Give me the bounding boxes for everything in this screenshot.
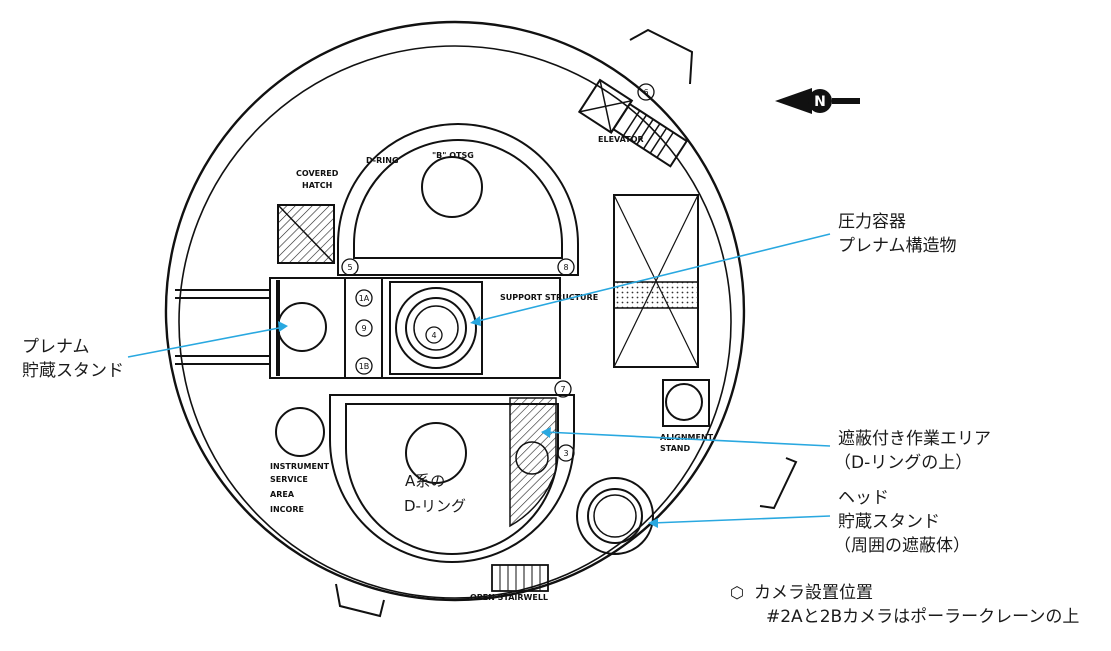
annotation-plenum-stand-1: プレナム: [22, 337, 90, 357]
svg-text:9: 9: [361, 324, 366, 333]
annotation-shielded-area-1: 遮蔽付き作業エリア: [838, 429, 991, 449]
d-ring-label: D-RING: [366, 156, 399, 165]
a-otsg-circle: [405, 422, 467, 484]
annotations: 圧力容器 プレナム構造物 プレナム 貯蔵スタンド 遮蔽付き作業エリア （D-リン…: [22, 212, 991, 556]
annotation-head-stand-3: （周囲の遮蔽体）: [834, 536, 970, 556]
svg-text:1A: 1A: [359, 294, 370, 303]
annotation-plenum-stand-2: 貯蔵スタンド: [22, 361, 124, 381]
callout-shielded-area: [544, 431, 831, 447]
head-storage-stand: [576, 477, 654, 555]
annotation-a-dring-1: A系の: [405, 472, 445, 490]
instrument-label-4: INCORE: [270, 505, 304, 514]
camera-legend: ⬡ カメラ設置位置 #2Aと2Bカメラはポーラークレーンの上: [730, 583, 1079, 627]
callout-pressure-vessel: [473, 233, 831, 323]
camera-7-icon: 7: [554, 380, 572, 398]
support-structure: SUPPORT STRUCTURE: [175, 277, 598, 379]
covered-hatch: COVERED HATCH: [277, 169, 339, 264]
covered-hatch-label-2: HATCH: [302, 181, 332, 190]
b-d-ring: D-RING "B" OTSG: [337, 123, 579, 276]
annotation-pressure-vessel-1: 圧力容器: [838, 212, 906, 232]
svg-text:5: 5: [347, 263, 352, 272]
svg-text:4: 4: [431, 331, 436, 340]
covered-hatch-label-1: COVERED: [296, 169, 339, 178]
north-label: N: [814, 94, 826, 110]
camera-4-icon: 4: [425, 326, 443, 344]
north-arrow-icon: N: [775, 88, 860, 114]
camera-1b-icon: 1B: [355, 357, 373, 375]
containment-wall: [164, 20, 798, 618]
elevator-label: ELEVATOR: [598, 135, 644, 144]
camera-3-icon: 3: [557, 444, 575, 462]
annotation-pressure-vessel-2: プレナム構造物: [838, 236, 957, 256]
instrument-label-1: INSTRUMENT: [270, 462, 330, 471]
annotation-shielded-area-2: （D-リングの上）: [834, 453, 972, 473]
instrument-service-area: INSTRUMENT SERVICE AREA INCORE: [270, 407, 330, 514]
camera-8-icon: 8: [557, 258, 575, 276]
svg-text:1B: 1B: [359, 362, 370, 371]
support-structure-label: SUPPORT STRUCTURE: [500, 293, 598, 302]
legend-line-2: #2Aと2Bカメラはポーラークレーンの上: [766, 607, 1079, 627]
annotation-a-dring-2: D-リング: [404, 497, 466, 515]
instrument-label-2: SERVICE: [270, 475, 308, 484]
svg-text:3: 3: [563, 449, 568, 458]
legend-symbol-icon: ⬡: [730, 583, 744, 602]
shielded-work-area: [509, 397, 557, 528]
svg-text:6: 6: [643, 88, 648, 97]
svg-text:8: 8: [563, 263, 568, 272]
elevator: [577, 78, 689, 168]
alignment-label-1: ALIGNMENT: [660, 433, 714, 442]
callout-head-stand: [651, 515, 831, 524]
camera-6-icon: 6: [637, 83, 655, 101]
a-d-ring: [329, 394, 575, 563]
open-stairwell: OPEN STAIRWELL: [470, 564, 549, 602]
camera-5-icon: 5: [341, 258, 359, 276]
instrument-label-3: AREA: [270, 490, 295, 499]
camera-1a-icon: 1A: [355, 289, 373, 307]
camera-markers: 6 5 8 1A 9 1B 4 7 3: [341, 83, 655, 462]
alignment-stand: ALIGNMENT STAND: [660, 379, 714, 453]
svg-text:7: 7: [560, 385, 565, 394]
b-otsg-circle: [421, 156, 483, 218]
camera-9-icon: 9: [355, 319, 373, 337]
open-stairwell-label: OPEN STAIRWELL: [470, 593, 548, 602]
plenum-structure-box: [613, 194, 699, 368]
annotation-head-stand-2: 貯蔵スタンド: [838, 512, 940, 532]
b-otsg-label: "B" OTSG: [432, 151, 474, 160]
alignment-label-2: STAND: [660, 444, 690, 453]
callout-plenum-stand: [127, 326, 285, 358]
annotation-head-stand-1: ヘッド: [838, 488, 889, 508]
legend-line-1: カメラ設置位置: [754, 583, 873, 603]
callout-lines: [127, 233, 831, 528]
